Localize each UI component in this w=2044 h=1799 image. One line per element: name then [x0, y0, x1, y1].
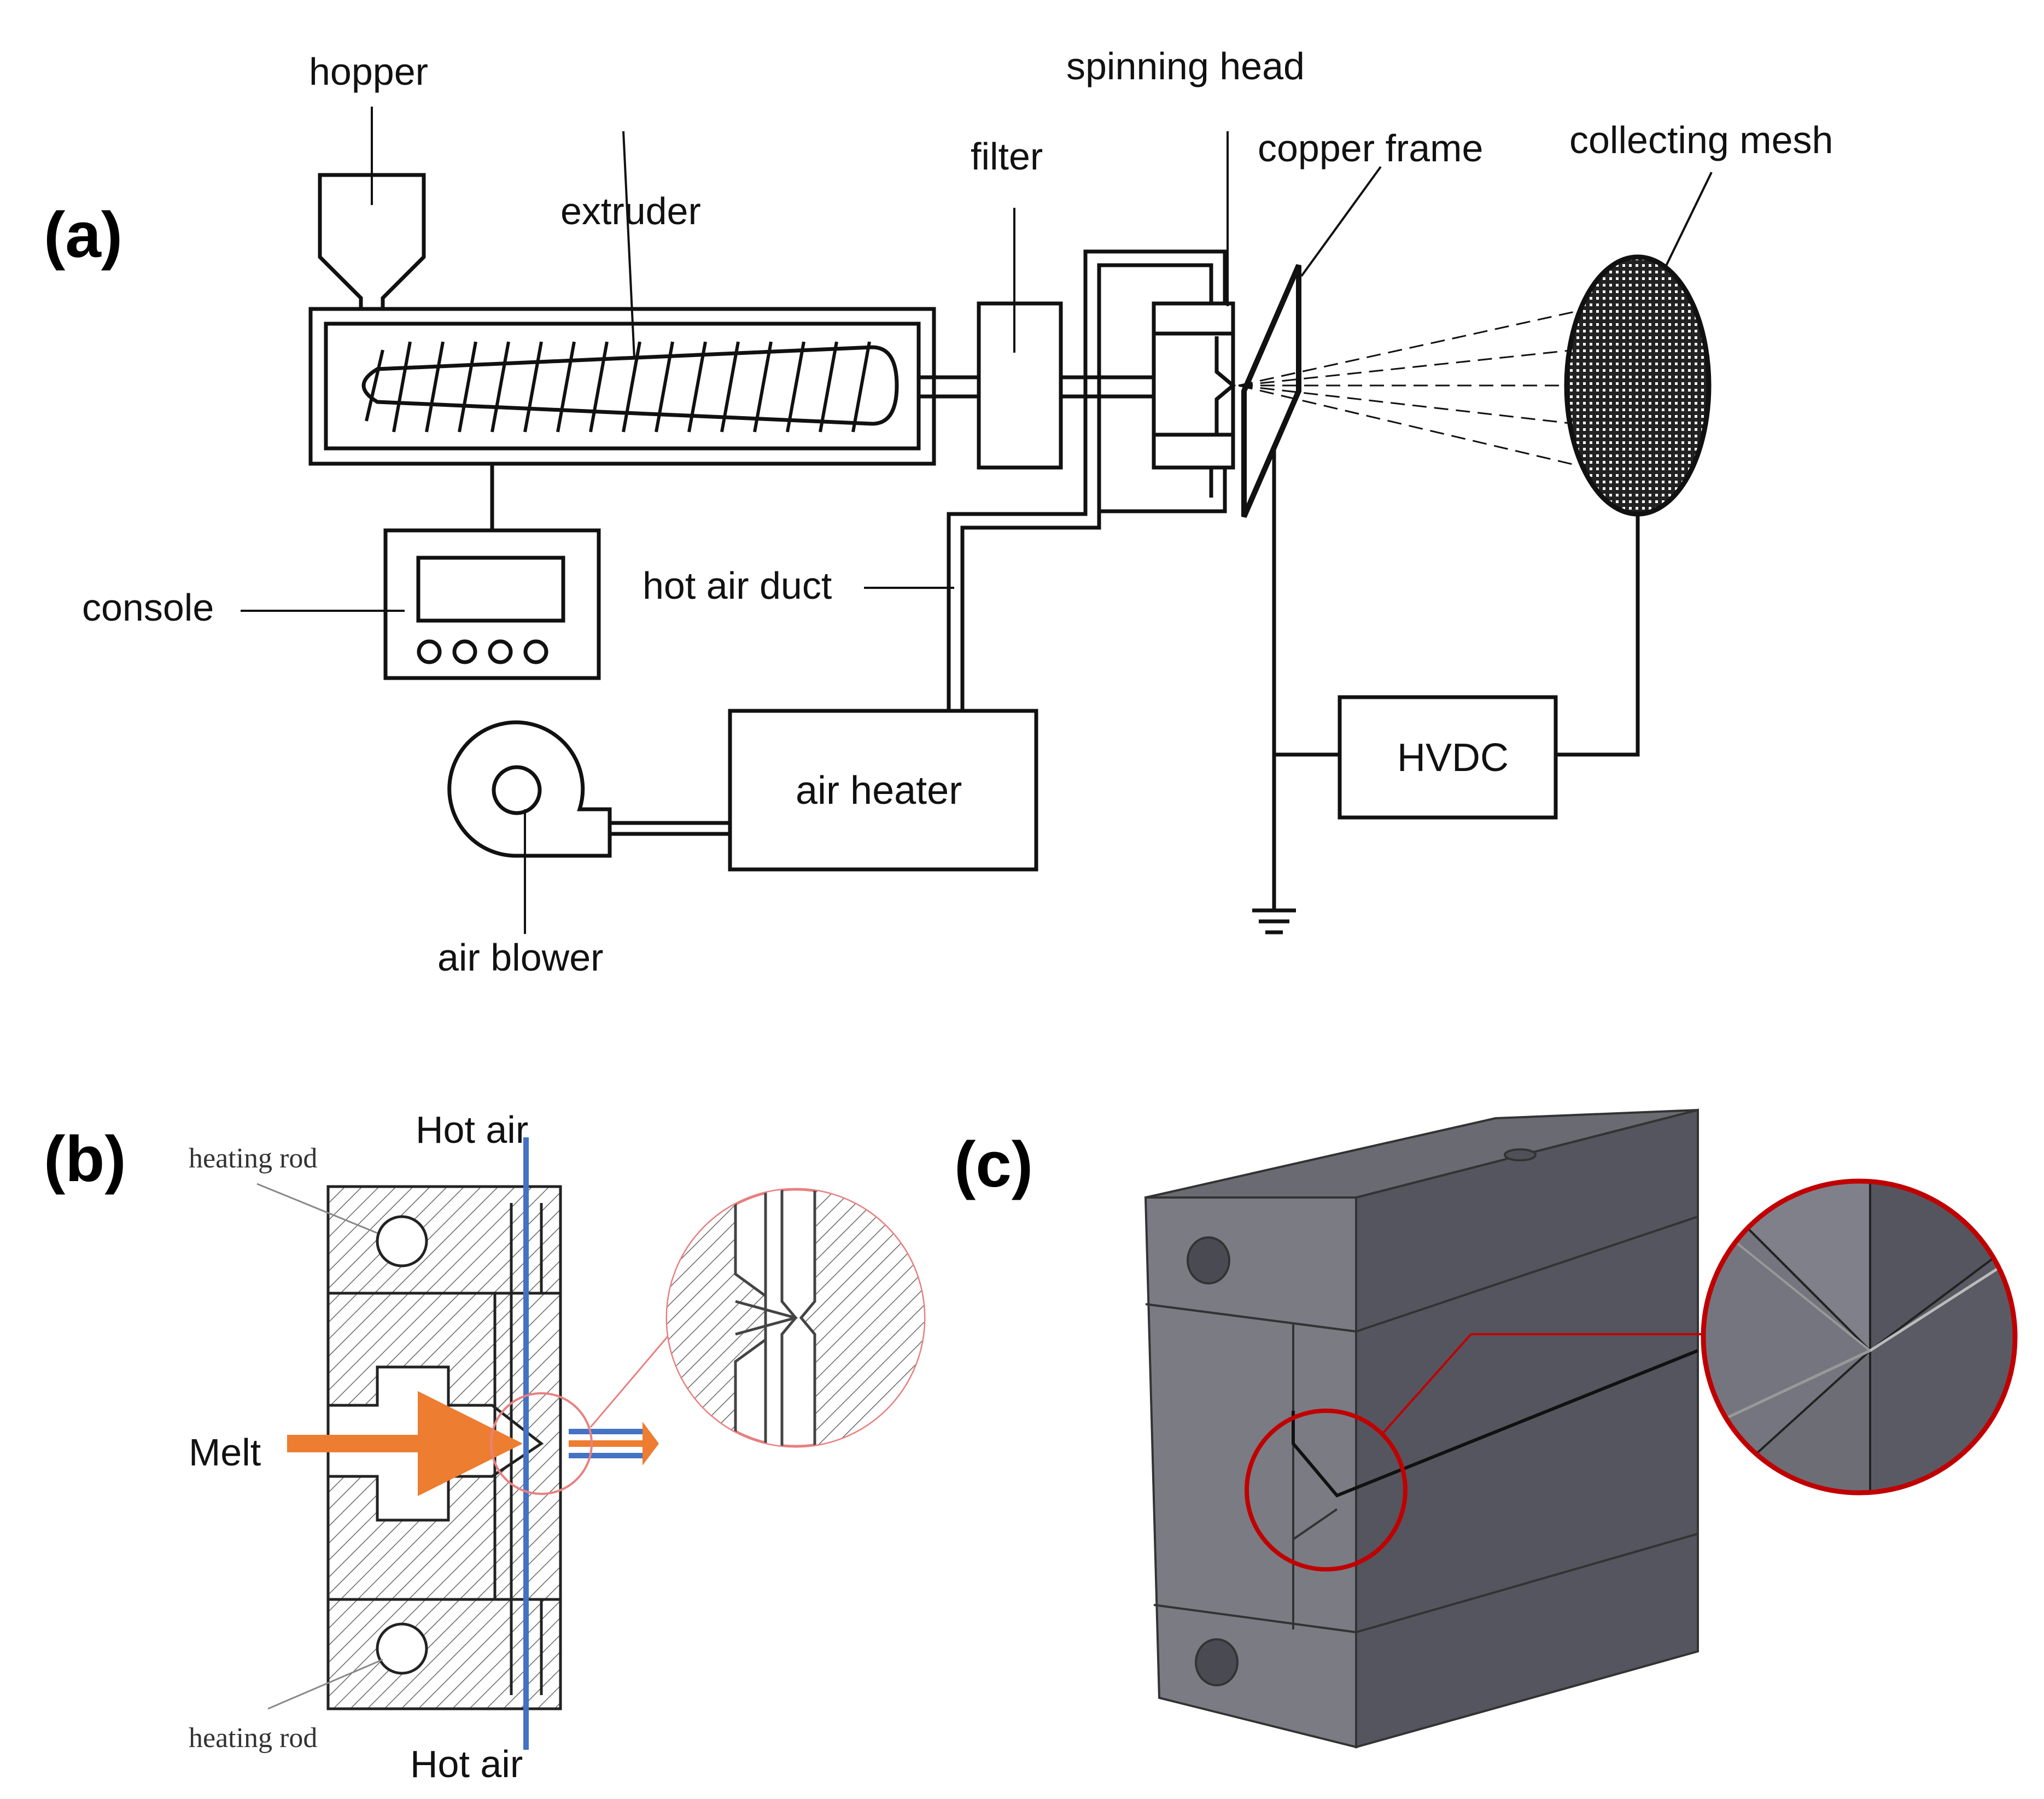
bolt-hole-top — [1187, 1236, 1230, 1284]
panel-label-b: (b) — [44, 1123, 126, 1195]
label-collecting-mesh: collecting mesh — [1569, 119, 1833, 161]
extruder-barrel-outer — [308, 307, 936, 466]
air-heater-box — [728, 709, 1038, 872]
label-hopper: hopper — [309, 50, 428, 93]
ground-symbol — [1252, 908, 1296, 934]
fiber-jets — [1238, 311, 1575, 466]
panel-label-c: (c) — [954, 1129, 1033, 1201]
copper-frame — [1241, 264, 1301, 518]
label-melt: Melt — [189, 1431, 261, 1474]
label-heating-rod-top: heating rod — [189, 1143, 317, 1174]
hvdc-box — [1338, 695, 1558, 820]
panel-b-leaders — [256, 1183, 383, 1710]
label-hot-air-duct: hot air duct — [643, 564, 832, 607]
panel-label-a: (a) — [44, 199, 122, 271]
panel-b-labels: (b) Hot air heating rod Melt heating rod… — [44, 1108, 528, 1785]
label-air-blower: air blower — [437, 936, 603, 979]
die-block-bottom — [326, 1598, 562, 1710]
die-block-top — [326, 1185, 562, 1295]
label-spinning-head: spinning head — [1066, 45, 1305, 87]
air-blower-shape — [447, 720, 612, 858]
zoom-source-c — [1245, 1409, 1408, 1572]
zoom-circle-b — [665, 1188, 926, 1448]
zoom-circle-c — [1701, 1178, 2018, 1496]
spinning-head-box — [1152, 301, 1235, 470]
heating-rod-bottom-hole — [376, 1622, 428, 1675]
label-filter: filter — [971, 135, 1043, 178]
label-extruder: extruder — [560, 190, 701, 232]
label-copper-frame: copper frame — [1258, 127, 1483, 170]
label-air-heater: air heater — [796, 769, 962, 813]
console-screen — [416, 556, 565, 623]
panel-a-labels: (a) hopper extruder filter spinning head… — [44, 45, 1833, 979]
hot-air-duct — [947, 249, 1227, 711]
collecting-mesh — [1564, 254, 1712, 517]
filter-box — [977, 301, 1063, 470]
heating-rod-top-hole — [376, 1215, 428, 1268]
extruder-barrel-inner — [324, 322, 921, 451]
zoom-source-b — [490, 1392, 593, 1495]
panel-c-3d-die — [1144, 1108, 1699, 1749]
air-out-arrows — [569, 1422, 659, 1465]
label-heating-rod-bottom: heating rod — [189, 1722, 317, 1754]
label-hot-air-bottom: Hot air — [410, 1743, 523, 1785]
block-side-face — [1355, 1108, 1699, 1749]
label-console: console — [82, 586, 214, 629]
panel-a-schematic — [241, 107, 1713, 934]
label-hvdc: HVDC — [1397, 736, 1509, 780]
bolt-hole-bottom — [1195, 1638, 1239, 1686]
label-hot-air-top: Hot air — [416, 1108, 528, 1151]
screw-flights — [365, 341, 871, 433]
leader-lines — [241, 107, 1713, 934]
extruder-screw — [361, 345, 899, 426]
